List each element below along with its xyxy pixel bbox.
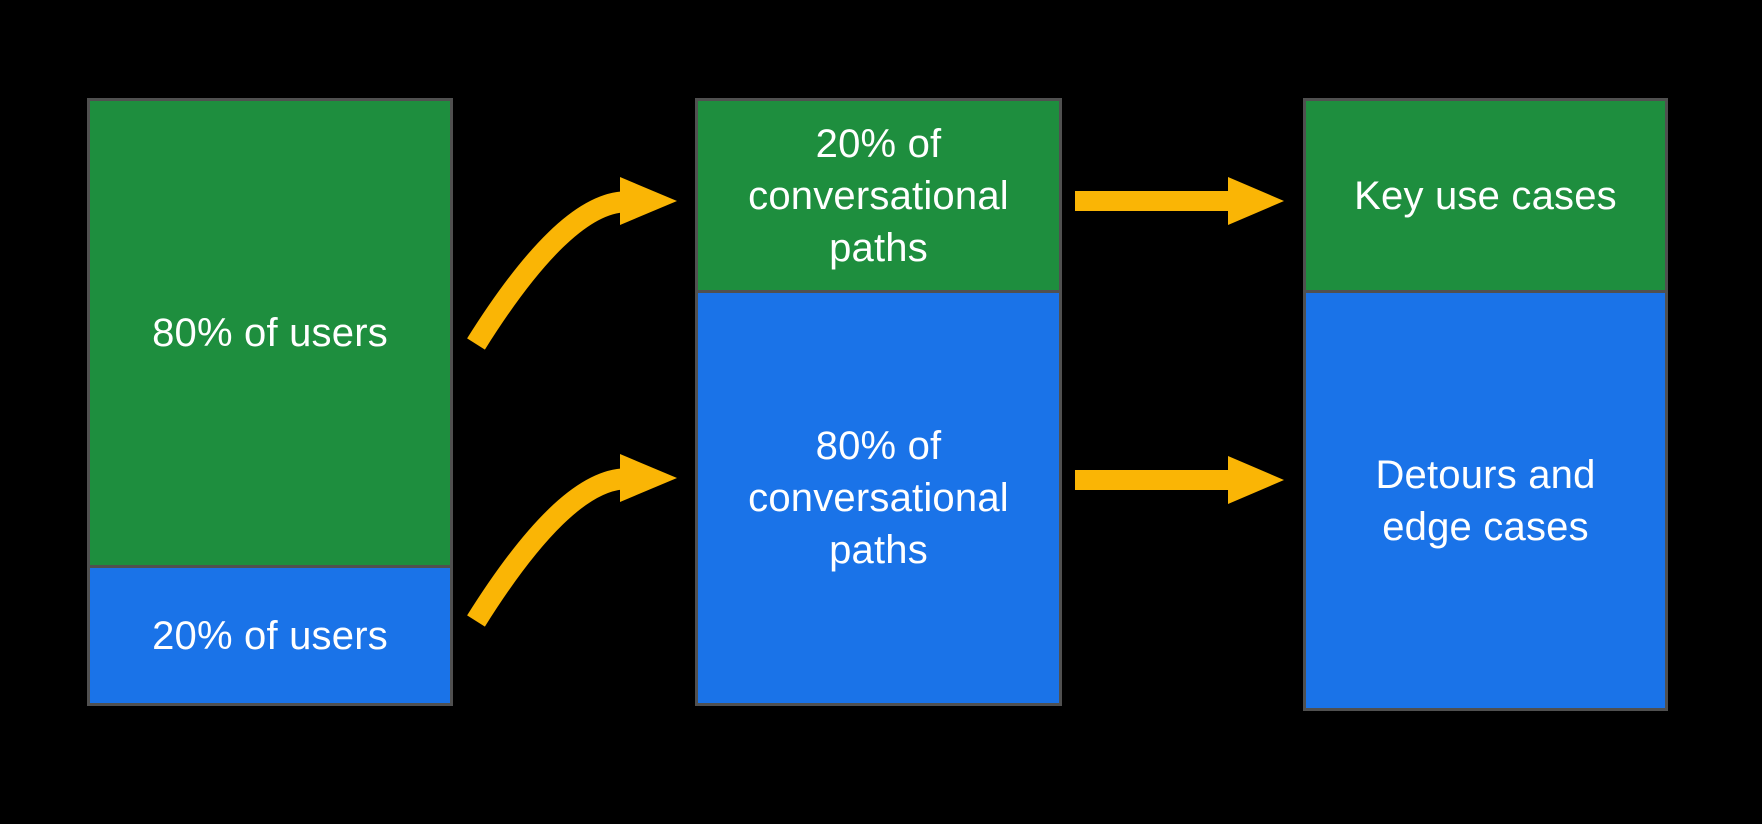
straight-arrow-20-paths-to-key-use-cases [1075,177,1284,225]
bar-outcomes: Key use cases Detours and edge cases [1303,98,1668,711]
segment-20-of-paths-label: 20% of conversational paths [748,121,1009,270]
segment-80-of-users-label: 80% of users [152,311,388,355]
segment-detours-edge-cases: Detours and edge cases [1306,290,1665,708]
straight-arrow-80-paths-to-detours [1075,456,1284,504]
bar-users: 80% of users 20% of users [87,98,453,706]
segment-80-of-paths-label: 80% of conversational paths [748,424,1009,572]
segment-detours-edge-cases-label: Detours and edge cases [1375,452,1596,549]
curved-arrow-20-users-to-80-paths [467,454,677,627]
segment-20-of-users-label: 20% of users [152,613,388,658]
bar-conversational-paths: 20% of conversational paths 80% of conve… [695,98,1062,706]
segment-20-of-users: 20% of users [90,565,450,703]
segment-key-use-cases: Key use cases [1306,101,1665,290]
segment-80-of-users: 80% of users [90,101,450,565]
segment-20-of-paths: 20% of conversational paths [698,101,1059,290]
curved-arrow-80-users-to-20-paths [467,177,677,350]
segment-key-use-cases-label: Key use cases [1354,173,1617,218]
segment-80-of-paths: 80% of conversational paths [698,290,1059,703]
